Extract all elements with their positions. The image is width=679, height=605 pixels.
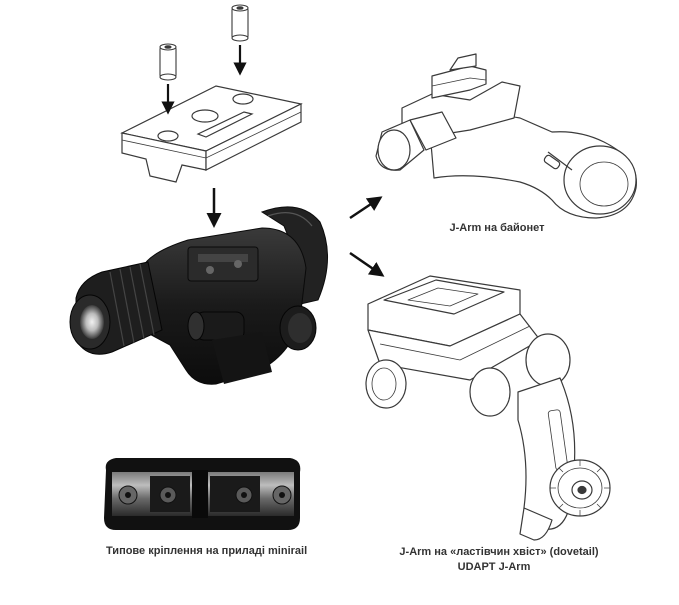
dovetail-j-arm [365, 275, 611, 541]
minirail-photo [100, 456, 304, 532]
caption-jarm-bayonet: J-Arm на байонет [449, 222, 545, 234]
night-vision-monocular [69, 206, 328, 385]
screw-right [231, 4, 249, 42]
arrow-to-dovetail [349, 251, 385, 277]
screw-arrows [161, 45, 247, 115]
caption-jarm-dovetail-line2: UDAPT J-Arm [457, 561, 531, 573]
caption-jarm-dovetail-line1: J-Arm на «ластівчин хвіст» (dovetail) [399, 546, 599, 558]
arrow-to-bayonet [349, 196, 383, 220]
screw-left [159, 43, 177, 81]
caption-minirail: Типове кріплення на приладі minirail [106, 545, 308, 557]
bayonet-j-arm [375, 53, 637, 219]
mount-plate [120, 85, 303, 183]
